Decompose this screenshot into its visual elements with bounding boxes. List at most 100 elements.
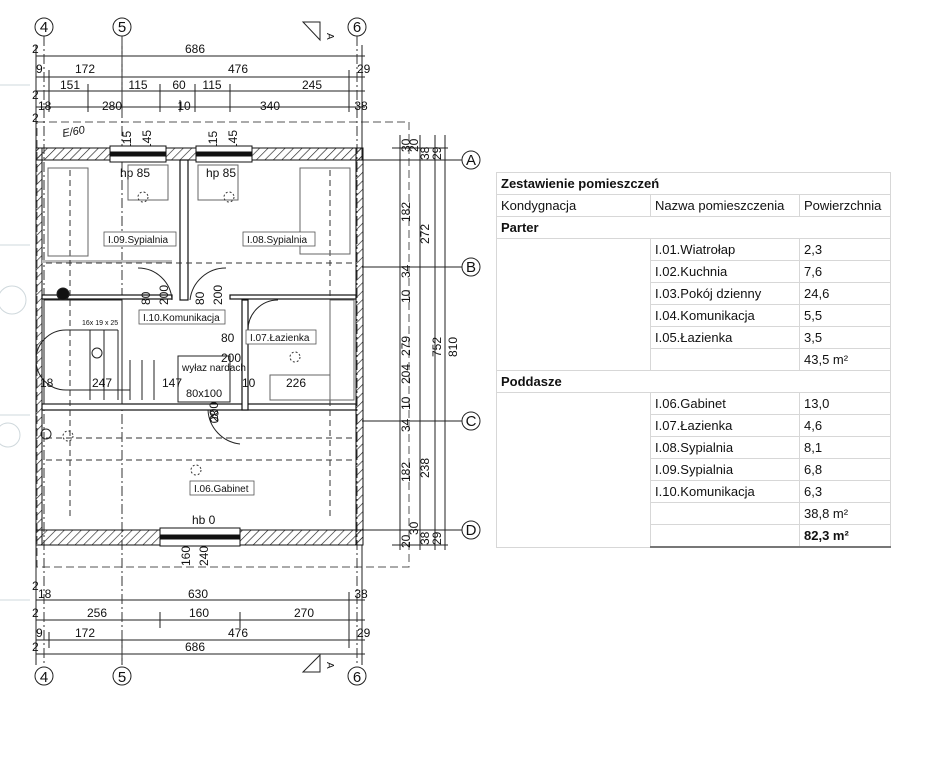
axis-d: D — [466, 522, 477, 539]
dim-r-238: 238 — [418, 458, 432, 478]
dim-10: 10 — [242, 376, 256, 390]
dim-top-60: 60 — [172, 78, 186, 92]
dim-top-151: 151 — [60, 78, 80, 92]
header-powierzchnia: Powierzchnia — [799, 194, 891, 217]
dim-top-280: 280 — [102, 99, 122, 113]
dim-r-279: 279 — [399, 336, 413, 356]
door-swings — [137, 267, 279, 445]
dim-top-18: 18 — [38, 99, 52, 113]
room-area: 8,1 — [799, 436, 891, 459]
dim-bot-172: 172 — [75, 626, 95, 640]
dim-240: 240 — [197, 546, 211, 566]
room-name: I.02.Kuchnia — [650, 260, 800, 283]
dim-r-20b: 20 — [407, 138, 421, 152]
dim-bot-686: 686 — [185, 640, 205, 654]
room-area: 2,3 — [799, 238, 891, 261]
dim-200b: 200 — [211, 285, 225, 305]
dim-win-115a: 115 — [120, 131, 134, 150]
dim-r-38a: 38 — [418, 146, 432, 160]
dim-200a: 200 — [157, 285, 171, 305]
subtotal-row: 38,8 m² — [497, 502, 891, 525]
axis-markers — [34, 17, 481, 686]
axis-6-bottom: 6 — [353, 669, 361, 686]
room-06-label: I.06.Gabinet — [194, 484, 249, 495]
dim-bot-29: 29 — [357, 626, 371, 640]
dim-top-686: 686 — [185, 42, 205, 56]
dim-r-30: 30 — [399, 138, 413, 152]
room-name: I.04.Komunikacja — [650, 304, 800, 327]
dim-18: 18 — [40, 376, 54, 390]
dim-bot-2b: 2 — [32, 606, 39, 620]
dim-bot-256: 256 — [87, 606, 107, 620]
section-mark-top: A — [301, 21, 335, 42]
dim-bot-38: 38 — [354, 587, 368, 601]
dashed-ceiling-lines — [46, 170, 352, 520]
group-parter: Parter — [496, 216, 891, 239]
header-kondygnacja: Kondygnacja — [496, 194, 651, 217]
dim-200d: 200 — [207, 402, 221, 422]
dim-win-145b: 145 — [226, 130, 240, 150]
background-remnants — [0, 84, 30, 601]
subtotal-poddasze: 38,8 m² — [799, 502, 891, 525]
dim-r-182a: 182 — [399, 202, 413, 222]
dim-r-34a: 34 — [399, 264, 413, 278]
dim-r-272: 272 — [418, 224, 432, 244]
roof-hatch — [177, 355, 231, 403]
dim-r-30b: 30 — [407, 521, 421, 535]
dim-160: 160 — [179, 546, 193, 566]
room-area: 13,0 — [799, 392, 891, 415]
dim-top-172: 172 — [75, 62, 95, 76]
dim-top-10: 10 — [177, 99, 191, 113]
axis-5-top: 5 — [118, 19, 126, 36]
dim-bot-9: 9 — [36, 626, 43, 640]
right-dimensions: 30 182 34 10 204 10 34 182 20 20 38 272 … — [399, 138, 460, 548]
dim-226: 226 — [286, 376, 306, 390]
room-09-label: I.09.Sypialnia — [108, 235, 168, 246]
hp-left: hp 85 — [120, 166, 150, 180]
dim-bot-630: 630 — [188, 587, 208, 601]
room-07-label: I.07.Łazienka — [250, 333, 310, 344]
table-title: Zestawienie pomieszczeń — [496, 172, 891, 195]
room-name: I.08.Sypialnia — [650, 436, 800, 459]
hatch-title: wyłaz nardach — [181, 363, 246, 374]
window-dimensions: 115 145 115 145 — [120, 130, 240, 150]
ceiling-points — [62, 191, 301, 476]
axis-6-top: 6 — [353, 19, 361, 36]
dim-top-2: 2 — [32, 42, 39, 56]
room-name: I.03.Pokój dzienny — [650, 282, 800, 305]
subtotal-row: 43,5 m² — [497, 348, 891, 371]
handwritten-note: E/60 — [61, 124, 86, 140]
interior-walls — [41, 159, 357, 411]
dim-r-34b: 34 — [399, 418, 413, 432]
room-area: 24,6 — [799, 282, 891, 305]
room-name: I.06.Gabinet — [650, 392, 800, 415]
dim-80a: 80 — [139, 291, 153, 305]
stairs — [35, 287, 155, 405]
room-area: 6,8 — [799, 458, 891, 481]
bottom-dimensions: 2 18 630 38 2 256 160 270 9 172 476 29 2… — [32, 579, 371, 654]
dim-top-2b: 2 — [32, 88, 39, 102]
room-name: I.01.Wiatrołap — [650, 238, 800, 261]
dim-top-476: 476 — [228, 62, 248, 76]
room-area: 3,5 — [799, 326, 891, 349]
room-name: I.07.Łazienka — [650, 414, 800, 437]
dim-147: 147 — [162, 376, 182, 390]
dim-r-29b: 29 — [430, 531, 444, 545]
axis-4-bottom: 4 — [40, 669, 48, 686]
dim-r-29a: 29 — [430, 146, 444, 160]
dim-247: 247 — [92, 376, 112, 390]
dim-top-115b: 115 — [202, 78, 221, 92]
dim-bot-160: 160 — [189, 606, 209, 620]
dim-r-204: 204 — [399, 364, 413, 384]
dim-r-38b: 38 — [418, 531, 432, 545]
axis-lines — [43, 36, 358, 665]
section-mark-top-label: A — [324, 33, 335, 40]
room-area: 4,6 — [799, 414, 891, 437]
dim-bot-270: 270 — [294, 606, 314, 620]
axis-5-bottom: 5 — [118, 669, 126, 686]
room-08-label: I.08.Sypialnia — [247, 235, 307, 246]
